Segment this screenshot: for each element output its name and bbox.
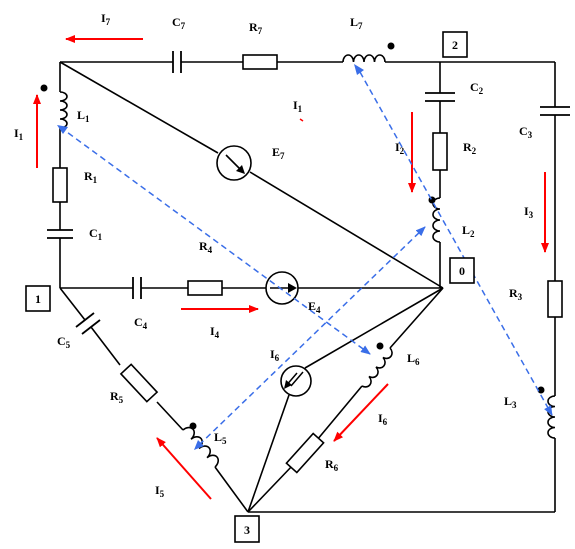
capacitor-c1 <box>47 229 73 239</box>
current-arrow-i6 <box>333 383 389 442</box>
resistor-r6 <box>285 432 325 474</box>
current-arrows <box>33 35 549 500</box>
node-3: 3 <box>234 515 260 543</box>
label-c2: C2 <box>470 80 484 96</box>
coupling-l5-l2 <box>198 226 426 446</box>
label-i6-source: I6 <box>270 347 280 363</box>
label-i6: I6 <box>378 411 388 427</box>
labels: I7 C7 R7 L7 I1 L1 I1 R1 C1 E7 R4 C4 E4 I… <box>14 11 534 499</box>
svg-text:1: 1 <box>35 292 41 306</box>
inductor-l2 <box>432 197 441 243</box>
label-l2: L2 <box>462 223 475 239</box>
node-0: 0 <box>449 257 475 284</box>
capacitor-c4 <box>132 277 142 299</box>
label-r6: R6 <box>325 457 339 473</box>
label-r5: R5 <box>110 389 124 405</box>
capacitor-c7 <box>172 51 182 73</box>
label-c7: C7 <box>172 15 186 31</box>
polarity-dot-l5 <box>189 422 197 430</box>
voltage-source-e4 <box>265 271 299 305</box>
label-r1: R1 <box>84 169 98 185</box>
resistor-r5 <box>119 363 159 403</box>
label-e7: E7 <box>272 145 285 161</box>
red-tick <box>299 118 304 122</box>
node-2: 2 <box>442 31 468 58</box>
label-i5: I5 <box>155 483 165 499</box>
wires <box>59 61 556 513</box>
resistor-r7 <box>242 54 278 70</box>
coupling-l1-l6 <box>59 126 371 355</box>
label-l7: L7 <box>350 15 363 31</box>
label-i1: I1 <box>14 126 24 142</box>
label-l5: L5 <box>214 430 227 446</box>
inductor-l6 <box>361 347 393 388</box>
current-source-i6 <box>280 365 312 397</box>
inductor-l3 <box>547 395 556 439</box>
polarity-dot-l1 <box>40 84 48 92</box>
label-r2: R2 <box>463 140 477 156</box>
label-r3: R3 <box>509 286 523 302</box>
label-l1: L1 <box>77 108 90 124</box>
resistor-r2 <box>432 132 448 171</box>
label-l6: L6 <box>407 351 420 367</box>
voltage-source-e7 <box>216 145 252 181</box>
svg-text:2: 2 <box>452 38 458 52</box>
capacitor-c2 <box>425 92 455 102</box>
inductor-l1 <box>59 91 68 129</box>
svg-text:3: 3 <box>244 523 250 537</box>
label-c5: C5 <box>57 334 71 350</box>
capacitor-c5 <box>75 312 101 335</box>
resistor-r4 <box>187 280 223 296</box>
label-r7: R7 <box>249 20 263 36</box>
label-l3: L3 <box>504 394 517 410</box>
inductor-l7 <box>342 54 386 63</box>
label-i2: I2 <box>395 140 405 156</box>
label-c1: C1 <box>89 226 103 242</box>
node-1: 1 <box>25 285 51 312</box>
mutual-coupling-lines <box>57 64 553 450</box>
resistor-r3 <box>547 280 563 318</box>
capacitor-c3 <box>540 106 570 116</box>
polarity-dot-l7 <box>387 42 395 50</box>
label-i3: I3 <box>524 204 534 220</box>
label-i1-center: I1 <box>293 98 303 114</box>
resistor-r1 <box>52 167 68 203</box>
label-r4: R4 <box>199 239 213 255</box>
label-c3: C3 <box>519 124 533 140</box>
label-i7: I7 <box>101 11 111 27</box>
label-c4: C4 <box>134 315 148 331</box>
current-arrow-i5 <box>156 437 212 500</box>
label-e4: E4 <box>308 299 321 315</box>
coupling-l7-l3 <box>359 71 553 416</box>
svg-text:0: 0 <box>459 264 465 278</box>
inductor-l5 <box>182 426 219 468</box>
polarity-dot-l3 <box>537 386 545 394</box>
label-i4: I4 <box>210 324 220 340</box>
polarity-dot-l6 <box>376 342 384 350</box>
